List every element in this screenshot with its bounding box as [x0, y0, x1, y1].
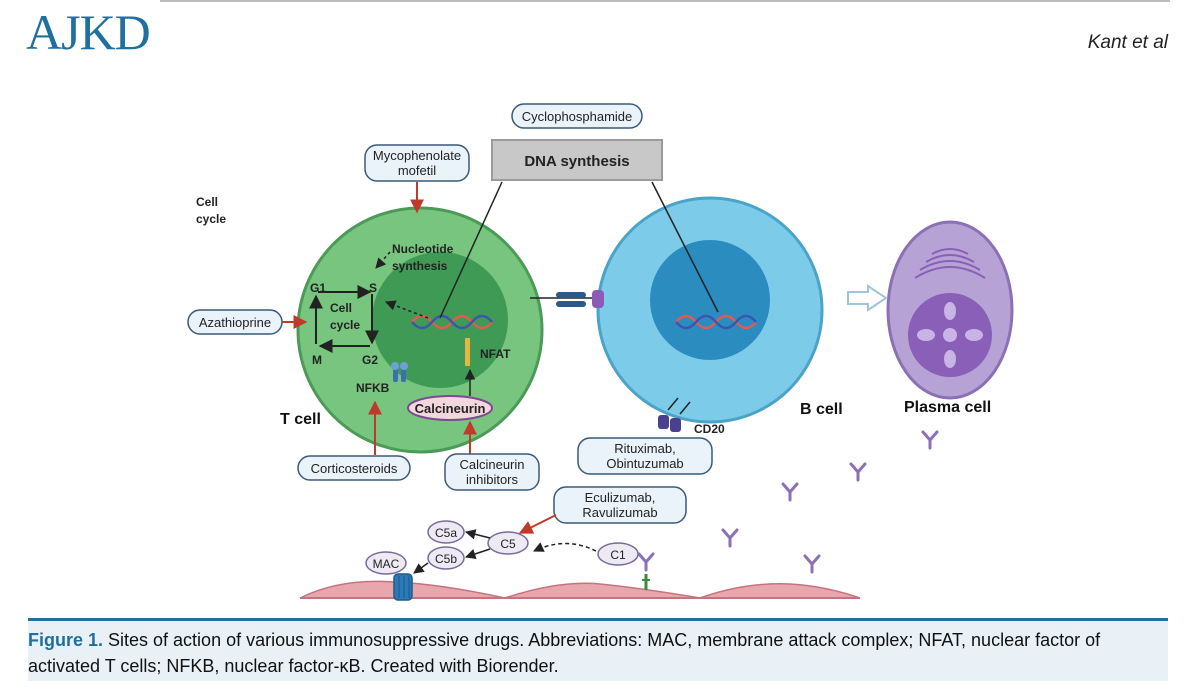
- antibodies: [637, 430, 939, 574]
- antibody-icon: [803, 554, 821, 574]
- t-cell-nucleus: [372, 252, 508, 388]
- calcineurin-label: Calcineurin: [415, 401, 486, 416]
- dna-to-s-arrow: [385, 300, 429, 319]
- rituximab-box: [577, 437, 713, 475]
- antibody-icon: [781, 482, 799, 502]
- author-line: Kant et al: [1087, 32, 1168, 53]
- synapse-receptors: [530, 290, 604, 308]
- dna-synthesis-link-b: [651, 181, 719, 313]
- rituximab-label-1: Rituximab,: [614, 441, 675, 456]
- caption-label: Figure 1.: [28, 630, 104, 650]
- corticosteroids-label: Corticosteroids: [311, 461, 398, 476]
- caption-rule: [28, 618, 1168, 621]
- antibody-icon: [721, 528, 739, 548]
- cell-cycle-corner-label-1: Cell: [196, 195, 218, 209]
- azathioprine-label: Azathioprine: [199, 315, 271, 330]
- endothelium: [299, 580, 861, 599]
- cycle-label-1: Cell: [330, 301, 352, 315]
- nfat-label: NFAT: [480, 347, 511, 361]
- b-cell-dna: [675, 314, 757, 330]
- nfkb-icon: [391, 362, 408, 382]
- antibody-icon: [921, 430, 939, 450]
- nucleotide-label-1: Nucleotide: [392, 242, 454, 256]
- phase-g2: G2: [362, 353, 378, 367]
- cni-label-2: inhibitors: [466, 472, 519, 487]
- journal-logo: AJKD: [26, 4, 151, 60]
- calcineurin-oval: [407, 395, 493, 421]
- phase-g1: G1: [310, 281, 326, 295]
- t-cell-label: T cell: [280, 411, 321, 428]
- c1-label: C1: [610, 548, 626, 562]
- cyclophosphamide-box: [511, 103, 643, 129]
- mac-label: MAC: [373, 557, 400, 571]
- eculizumab-label-1: Eculizumab,: [585, 490, 656, 505]
- rituximab-label-2: Obintuzumab: [606, 456, 683, 471]
- cni-label-1: Calcineurin: [459, 457, 524, 472]
- figure-caption: Figure 1. Sites of action of various imm…: [28, 621, 1168, 681]
- mac-node: [365, 551, 407, 575]
- c5b-label: C5b: [435, 552, 457, 566]
- caption-text: Sites of action of various immunosuppres…: [28, 630, 1101, 676]
- eculizumab-box: [553, 486, 687, 524]
- dna-synthesis-label: DNA synthesis: [524, 153, 629, 170]
- mycophenolate-box: [364, 144, 470, 182]
- cycle-label-2: cycle: [330, 318, 360, 332]
- antibody-icon: [637, 552, 655, 572]
- mycophenolate-label-2: mofetil: [398, 163, 436, 178]
- c5-label: C5: [500, 537, 516, 551]
- dna-synthesis-link-t: [439, 181, 503, 319]
- antigen-marker: [642, 574, 650, 590]
- plasma-cell-label: Plasma cell: [904, 399, 991, 416]
- nucleotide-label-2: synthesis: [392, 259, 448, 273]
- dna-synthesis-box: [491, 139, 663, 181]
- plasma-er: [914, 248, 986, 279]
- antibody-icon: [849, 462, 867, 482]
- corticosteroids-box: [297, 455, 411, 481]
- c5b-node: [427, 546, 465, 570]
- phase-m: M: [312, 353, 322, 367]
- plasma-nucleus-pattern: [917, 302, 983, 368]
- eculizumab-label-2: Ravulizumab: [582, 505, 657, 520]
- c5a-label: C5a: [435, 526, 457, 540]
- immunosuppression-diagram: DNA synthesis Cyclophosphamide Mycopheno…: [187, 103, 1014, 601]
- cni-box: [444, 453, 540, 491]
- c5-node: [487, 531, 529, 555]
- mycophenolate-label-1: Mycophenolate: [373, 148, 461, 163]
- c5a-node: [427, 520, 465, 544]
- cell-cycle-corner-label-2: cycle: [196, 212, 226, 226]
- nfkb-label: NFKB: [356, 381, 390, 395]
- cd20-label: CD20: [694, 422, 725, 436]
- b-cell-nucleus: [650, 240, 770, 360]
- b-cell-label: B cell: [800, 401, 843, 418]
- phase-s: S: [369, 281, 377, 295]
- cell-cycle-loop: [309, 285, 379, 353]
- mac-pore: [393, 573, 413, 601]
- header-rule: [160, 0, 1170, 2]
- differentiation-arrow: [847, 284, 888, 312]
- complement-arrows: [413, 529, 597, 574]
- eculizumab-arrow: [518, 514, 557, 534]
- cd20-receptor: [658, 397, 691, 432]
- cyclophosphamide-label: Cyclophosphamide: [522, 109, 633, 124]
- nfat-icon: [465, 338, 470, 366]
